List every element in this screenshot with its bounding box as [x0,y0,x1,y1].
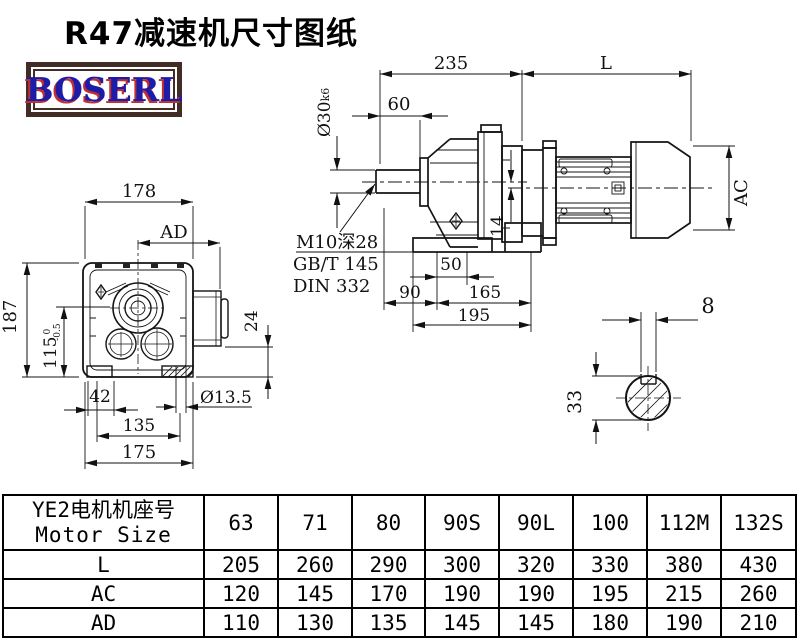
cell-AD-90S: 145 [424,607,500,638]
gear-housing-ribs [430,132,510,238]
cell-AD-63: 110 [203,607,279,638]
cell-AD-71: 130 [277,607,353,638]
cell-AD-100: 180 [572,607,648,638]
dim-115-tol: 1150-0.5 [41,323,63,369]
dimension-lines [23,70,733,467]
cell-L-112M: 380 [646,549,722,580]
front-view [82,240,229,378]
cell-AC-63: 120 [203,578,279,609]
feet [86,365,194,378]
cell-AC-112M: 215 [646,578,722,609]
dim-AC: AC [731,179,752,207]
keyway [640,374,657,385]
dim-235: 235 [434,53,468,74]
dim-8: 8 [701,294,714,318]
page-title: R47减速机尺寸图纸 [64,16,359,52]
cell-AD-90L: 145 [498,607,574,638]
dim-175: 175 [122,442,156,463]
cell-AC-90L: 190 [498,578,574,609]
dim-AD: AD [159,222,187,243]
row-label-AC: AC [2,578,205,609]
dim-178: 178 [122,181,156,202]
dim-14: 14 [488,215,508,237]
cell-L-80: 290 [351,549,426,580]
col-header-80: 80 [351,494,426,551]
cell-AC-100: 195 [572,578,648,609]
note-din-332: DIN 332 [293,276,370,297]
shaft-section-view [616,366,681,431]
col-header-132S: 132S [720,494,797,551]
boserl-logo-frame: BOSERL [26,69,182,110]
dim-165: 165 [469,283,501,303]
cell-AD-80: 135 [351,607,426,638]
vent-slots [90,282,186,337]
cell-L-90L: 320 [498,549,574,580]
oil-plug-icon [95,283,107,301]
dim-L: L [600,53,612,74]
col-header-100: 100 [572,494,648,551]
note-gbt-145: GB/T 145 [293,254,379,275]
cell-L-90S: 300 [424,549,500,580]
dim-42: 42 [89,387,111,407]
cell-AD-112M: 190 [646,607,722,638]
row-label-L: L [2,549,205,580]
col-header-71: 71 [277,494,353,551]
output-bore [110,240,167,374]
top-slots [95,263,184,268]
dim-60: 60 [388,94,411,115]
dim-33: 33 [564,390,586,414]
cell-L-71: 260 [277,549,353,580]
dim-135: 135 [123,416,155,436]
dim-50: 50 [440,255,462,275]
dim-24: 24 [242,310,262,332]
dim-195: 195 [458,306,490,326]
cell-AD-132S: 210 [720,607,797,638]
cell-L-63: 205 [203,549,279,580]
hatching [627,377,669,419]
boserl-logo-text: BOSERL [25,70,183,109]
note-m10-depth28: M10深28 [296,232,378,253]
lower-bores [105,327,174,361]
header-cn: YE2电机机座号 [32,498,175,522]
dim-o30k6: Ø30k6 [315,88,335,137]
motor [521,140,691,246]
cell-AC-80: 170 [351,578,426,609]
motor-fins [556,142,637,238]
terminal-box [192,290,229,347]
dim-90: 90 [399,283,421,303]
col-header-63: 63 [203,494,279,551]
cell-AC-90S: 190 [424,578,500,609]
cell-AC-132S: 260 [720,578,797,609]
header-en: Motor Size [35,523,172,547]
mounting-base [412,222,542,253]
input-shaft [375,169,420,194]
cell-AC-71: 145 [277,578,353,609]
col-header-90S: 90S [424,494,500,551]
gear-housing [419,124,523,248]
col-header-112M: 112M [646,494,722,551]
oil-plug-icon [449,211,463,231]
cell-L-132S: 430 [720,549,797,580]
col-header-90L: 90L [498,494,574,551]
side-view [362,124,714,253]
extension-lines [22,70,735,469]
dim-187: 187 [0,300,21,334]
row-label-AD: AD [2,607,205,638]
dim-o13-5: Ø13.5 [200,388,252,408]
cell-L-100: 330 [572,549,648,580]
boserl-logo: BOSERL [26,62,182,117]
